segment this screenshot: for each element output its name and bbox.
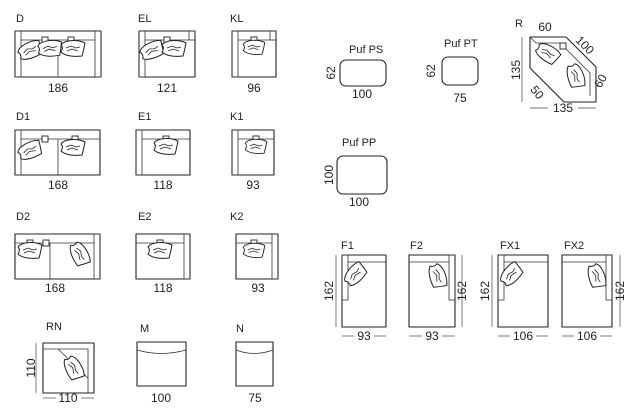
module-fx2-width: 106: [577, 329, 597, 343]
module-fx1: FX1 162 106: [478, 240, 549, 343]
module-el: EL 121: [137, 13, 196, 95]
module-f1: F1 162 93: [322, 240, 387, 343]
module-f2-code: F2: [410, 240, 423, 252]
module-kl: KL 96: [230, 13, 277, 95]
module-fx2-code: FX2: [564, 240, 584, 252]
module-fx2-depth: 162: [613, 281, 627, 301]
module-rn-width: 110: [58, 391, 77, 405]
module-rn-depth: 110: [24, 358, 38, 377]
module-m-width: 100: [151, 391, 171, 405]
module-r-depth: 135: [509, 60, 523, 80]
module-d1-code: D1: [16, 111, 30, 123]
module-m: M 100: [136, 323, 187, 405]
module-puf-pp-frame: [336, 155, 388, 195]
module-rn: RN 110 110: [24, 321, 95, 405]
module-f1-width: 93: [357, 329, 371, 343]
module-r-bottom-d: 50: [527, 83, 547, 102]
module-e1-code: E1: [138, 111, 151, 123]
module-n: N 75: [235, 323, 274, 405]
module-f2-width: 93: [425, 329, 439, 343]
module-e2-width: 118: [153, 281, 172, 295]
module-f1-frame: [341, 254, 387, 328]
module-r-diagonal-b: 100: [573, 33, 597, 57]
module-fx1-depth: 162: [478, 281, 492, 301]
module-e2: E2 118: [135, 211, 191, 295]
module-fx2-frame: [561, 254, 613, 328]
module-e1: E1 118: [135, 111, 191, 192]
module-kl-code: KL: [230, 13, 243, 25]
module-kl-width: 96: [247, 81, 261, 95]
module-puf-ps-frame: [339, 59, 387, 87]
module-puf-pt-frame: [441, 56, 479, 86]
module-d2-code: D2: [16, 211, 30, 223]
module-rn-frame: [42, 342, 95, 394]
module-d2-width: 168: [45, 281, 65, 295]
module-puf-pt-depth: 62: [424, 64, 438, 78]
module-k2-code: K2: [230, 211, 243, 223]
module-d-width: 186: [48, 81, 68, 95]
module-puf-pp-width: 100: [349, 195, 369, 209]
module-r-top-a: 60: [538, 20, 552, 34]
module-k2: K2 93: [230, 211, 279, 295]
module-el-code: EL: [138, 13, 151, 25]
module-e2-code: E2: [138, 211, 151, 223]
module-n-frame: [235, 341, 274, 387]
module-f1-code: F1: [341, 240, 354, 252]
module-n-width: 75: [248, 391, 262, 405]
module-d: D 186: [14, 13, 102, 95]
module-e1-width: 118: [153, 178, 172, 192]
module-puf-pp: Puf PP 100 100: [322, 137, 388, 209]
module-puf-ps: Puf PS 62 100: [324, 44, 387, 101]
module-el-width: 121: [157, 81, 177, 95]
module-puf-pt-code: Puf PT: [444, 38, 478, 50]
module-f1-depth: 162: [322, 281, 336, 301]
module-puf-pp-code: Puf PP: [342, 137, 376, 149]
module-f2-frame: [408, 254, 456, 328]
module-fx1-width: 106: [513, 329, 533, 343]
module-n-code: N: [236, 323, 244, 335]
module-m-frame: [136, 341, 187, 387]
module-fx1-frame: [497, 254, 549, 328]
module-d1-width: 168: [48, 178, 68, 192]
module-k1-width: 93: [246, 178, 260, 192]
module-r-code: R: [515, 18, 523, 30]
module-k2-width: 93: [251, 281, 265, 295]
module-r: R 60 100 60 50 135 135: [509, 18, 610, 115]
module-k1: K1 93: [230, 111, 275, 192]
module-d1: D1 168: [14, 111, 101, 192]
module-r-right-c: 60: [591, 71, 610, 90]
module-puf-ps-width: 100: [352, 87, 372, 101]
module-puf-pp-depth: 100: [322, 165, 336, 185]
module-r-width: 135: [553, 101, 573, 115]
module-puf-ps-code: Puf PS: [349, 44, 383, 56]
module-r-frame: [529, 36, 597, 103]
module-fx1-code: FX1: [500, 240, 520, 252]
module-fx2: FX2 162 106: [561, 240, 627, 343]
module-puf-pt: Puf PT 62 75: [424, 38, 479, 105]
module-puf-pt-width: 75: [453, 91, 467, 105]
module-puf-ps-depth: 62: [324, 66, 338, 80]
module-d-code: D: [16, 13, 24, 25]
module-m-code: M: [140, 323, 149, 335]
module-f2-depth: 162: [455, 281, 469, 301]
module-k1-code: K1: [230, 111, 243, 123]
module-f2: F2 162 93: [408, 240, 469, 343]
module-rn-code: RN: [46, 321, 62, 333]
module-d2: D2 168: [14, 211, 101, 295]
